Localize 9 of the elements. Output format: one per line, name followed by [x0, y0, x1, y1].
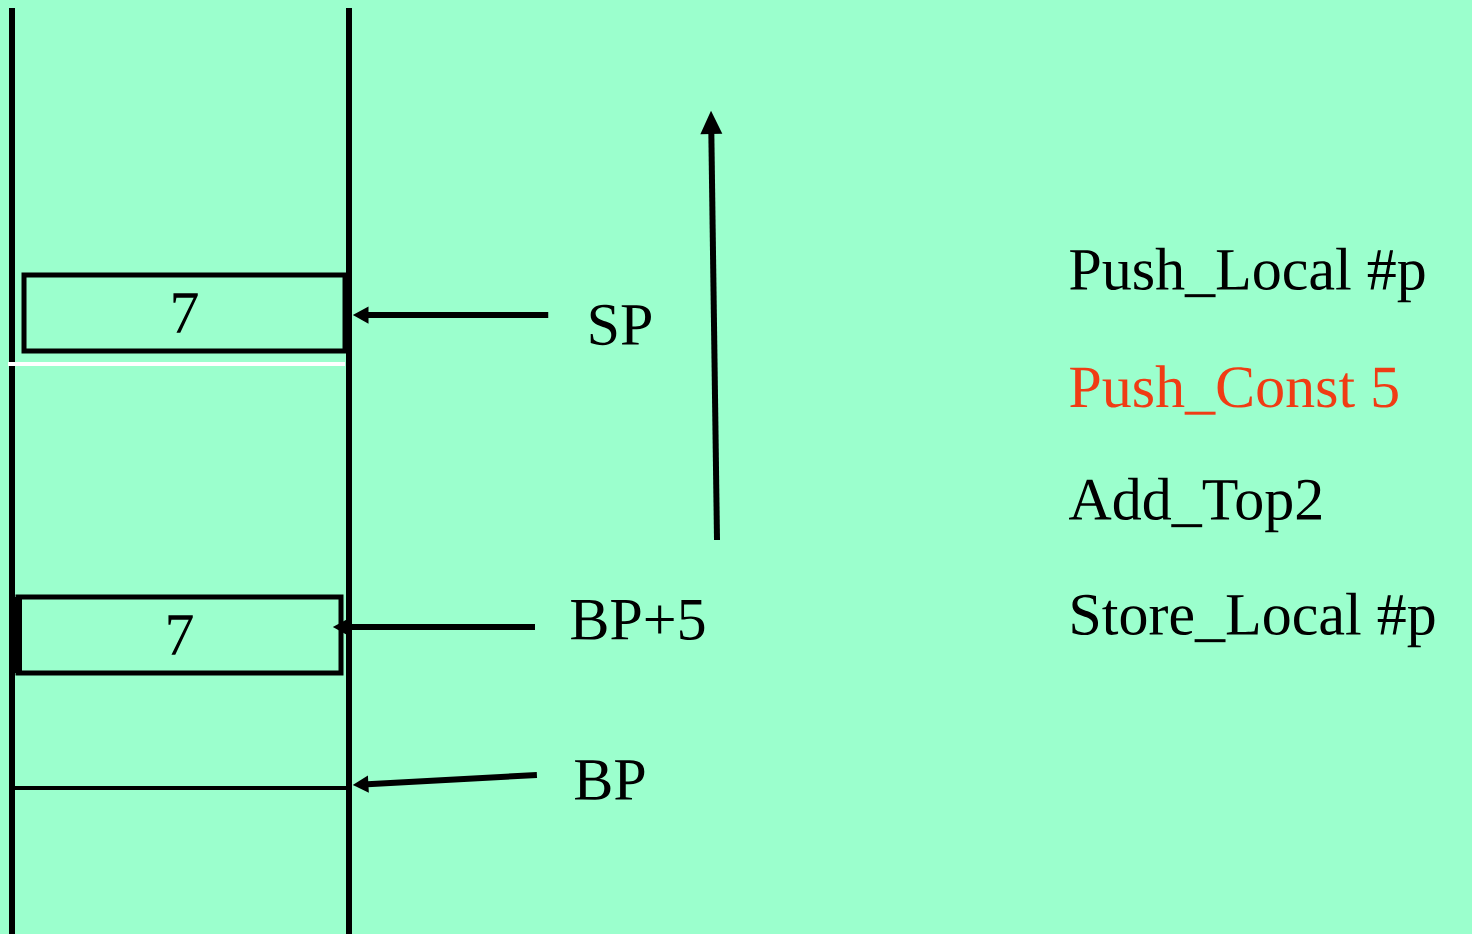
stack-cell: 7 [15, 594, 344, 676]
instruction-text: Push_Const 5 [1070, 365, 1398, 415]
instruction-text: Push_Local #p [1070, 247, 1425, 303]
pointer-label: BP [575, 760, 645, 800]
pointer-label: BP+5 [571, 600, 705, 640]
stack-cell: 7 [21, 272, 348, 354]
pointer-label: SP [590, 304, 651, 346]
instruction-text: Add_Top2 [1069, 477, 1321, 533]
instruction-text: Store_Local #p [1072, 592, 1435, 648]
